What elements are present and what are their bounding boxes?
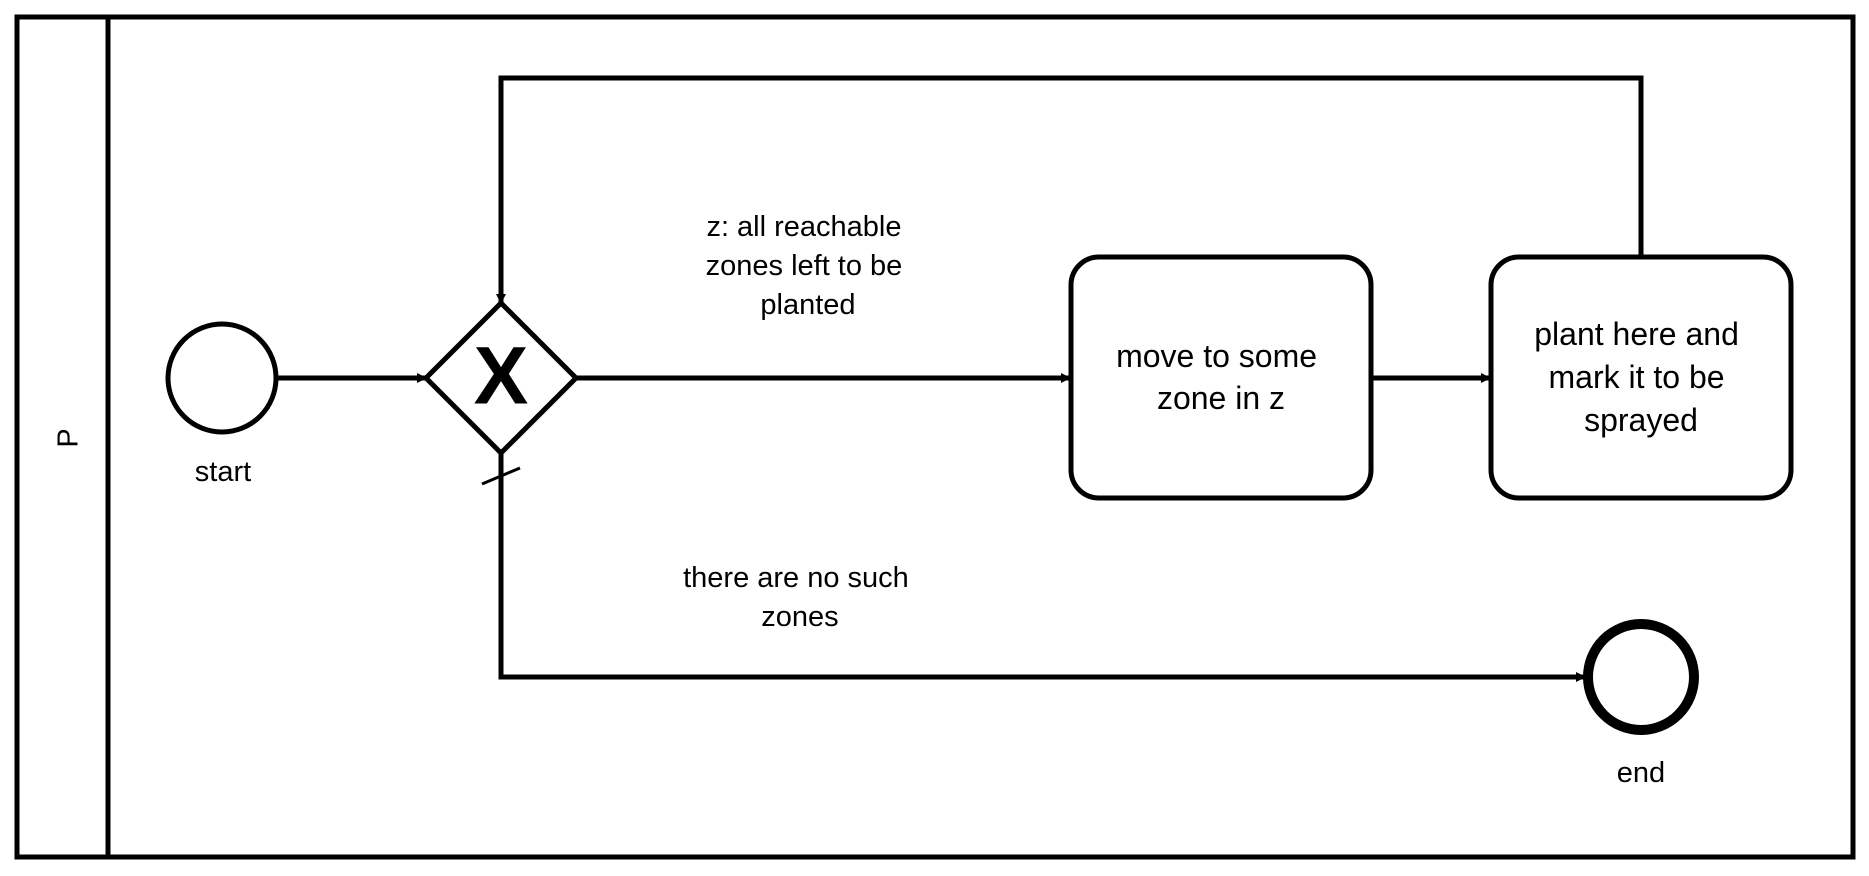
condition-label-yes: z: all reachable zones left to be plante… bbox=[706, 211, 911, 321]
task-move-line-2: zone in z bbox=[1157, 380, 1285, 416]
default-flow-marker bbox=[481, 466, 521, 486]
end-event[interactable]: end bbox=[1583, 619, 1699, 789]
task-plant-and-mark-box bbox=[1488, 254, 1794, 501]
task-plant-and-mark[interactable]: plant here and mark it to be sprayed bbox=[1488, 254, 1794, 501]
task-move-to-zone-box bbox=[1068, 254, 1374, 501]
condition-default-line-1: there are no such bbox=[683, 562, 909, 594]
start-event-label: start bbox=[195, 456, 251, 488]
end-event-circle bbox=[1583, 619, 1699, 735]
end-event-label: end bbox=[1617, 757, 1665, 789]
condition-default-line-2: zones bbox=[761, 601, 838, 633]
condition-yes-line-2: zones left to be bbox=[706, 250, 903, 282]
task-plant-line-1: plant here and bbox=[1534, 316, 1739, 352]
flow-plant-task-loop-to-gateway[interactable] bbox=[496, 75, 1644, 304]
condition-yes-line-1: z: all reachable bbox=[706, 211, 901, 243]
task-plant-line-2: mark it to be bbox=[1549, 359, 1725, 395]
task-move-to-zone-label: move to some zone in z bbox=[1116, 338, 1326, 416]
task-move-line-1: move to some bbox=[1116, 338, 1317, 374]
condition-label-default: there are no such zones bbox=[683, 562, 917, 633]
gateway-x-icon: X bbox=[474, 331, 529, 422]
task-plant-line-3: sprayed bbox=[1584, 402, 1698, 438]
start-event-circle bbox=[165, 321, 279, 435]
flow-gateway-to-end[interactable] bbox=[498, 453, 1586, 682]
pool-label: P bbox=[53, 428, 85, 447]
task-move-to-zone[interactable]: move to some zone in z bbox=[1068, 254, 1374, 501]
start-event[interactable]: start bbox=[165, 321, 279, 488]
exclusive-gateway[interactable]: X bbox=[422, 299, 580, 457]
condition-yes-line-3: planted bbox=[760, 289, 855, 321]
sequence-flows bbox=[276, 75, 1644, 682]
gateway-diamond bbox=[422, 299, 580, 457]
task-plant-and-mark-label: plant here and mark it to be sprayed bbox=[1534, 316, 1748, 438]
